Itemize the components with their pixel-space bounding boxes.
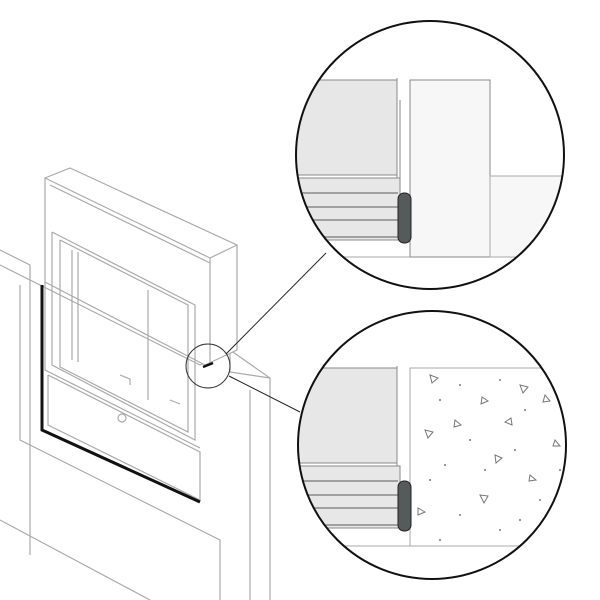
seal-gasket [397,192,412,244]
detail-circle-top [295,20,565,290]
window-seal-line [40,285,201,504]
leader-line-top [225,252,327,355]
detail-top [296,78,564,258]
seal-gasket [397,480,412,532]
magnify-marker [185,343,231,389]
detail-bottom [298,366,566,547]
leader-line-bottom [228,375,301,413]
window-overview [0,167,271,600]
detail-circle-bottom [297,310,567,580]
